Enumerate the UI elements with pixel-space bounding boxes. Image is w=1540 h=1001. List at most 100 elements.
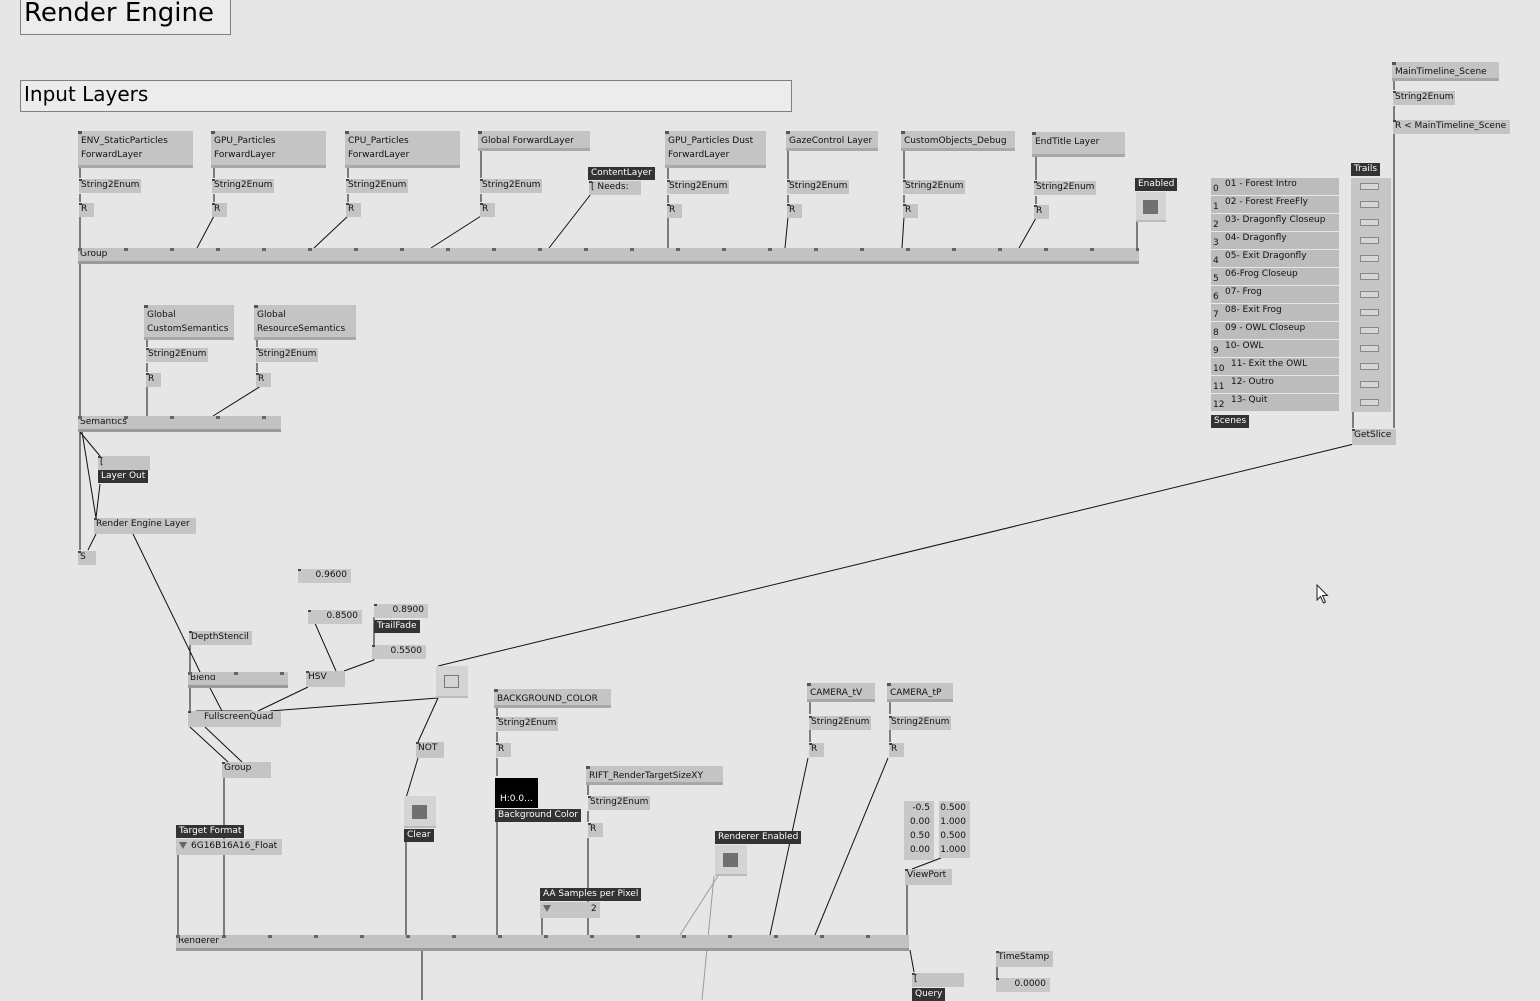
string2enum-node[interactable]: String2Enum [496, 717, 558, 731]
layer-node-gpu-particles[interactable]: GPU_Particles ForwardLayer [211, 131, 326, 168]
string2enum-node[interactable]: String2Enum [903, 180, 965, 194]
trails-toggles[interactable] [1351, 178, 1391, 412]
renderer-enabled-toggle[interactable] [715, 845, 747, 876]
trail-checkbox[interactable] [1360, 309, 1379, 316]
string2enum-node[interactable]: String2Enum [1393, 91, 1455, 105]
clear-toggle[interactable] [404, 796, 436, 828]
trail-checkbox[interactable] [1360, 381, 1379, 388]
receive-node[interactable]: R [480, 203, 495, 217]
timestamp-node[interactable]: TimeStamp [996, 951, 1053, 967]
layer-node-gaze-control[interactable]: GazeControl Layer [786, 131, 878, 151]
value-0550[interactable]: 0.5500 [372, 645, 426, 659]
fullscreen-quad-node[interactable]: FullscreenQuad [188, 711, 281, 727]
viewport-vector-right[interactable]: 0.500 1.000 0.500 1.000 [939, 801, 970, 858]
trail-toggle-row[interactable] [1351, 358, 1391, 376]
trail-checkbox[interactable] [1360, 255, 1379, 262]
blend-node[interactable]: Blend [188, 672, 288, 688]
trail-checkbox[interactable] [1360, 399, 1379, 406]
layer-node-global-forward[interactable]: Global ForwardLayer [478, 131, 590, 151]
group-node-small[interactable]: Group [222, 762, 271, 778]
trail-checkbox[interactable] [1360, 291, 1379, 298]
getslice-node[interactable]: GetSlice [1352, 429, 1396, 445]
camera-tp-node[interactable]: CAMERA_tP [887, 683, 953, 702]
enabled-toggle[interactable] [1136, 192, 1166, 222]
trail-toggle-row[interactable] [1351, 394, 1391, 412]
receive-node[interactable]: R [787, 204, 802, 218]
trail-toggle-row[interactable] [1351, 196, 1391, 214]
layer-node-env-static[interactable]: ENV_StaticParticles ForwardLayer [78, 131, 193, 168]
group-node[interactable]: Group [78, 248, 1139, 264]
layer-out-io[interactable]: [ [98, 456, 150, 470]
string2enum-node[interactable]: String2Enum [787, 180, 849, 194]
string2enum-node[interactable]: String2Enum [146, 348, 208, 362]
receive-node[interactable]: R [809, 743, 824, 757]
trail-toggle-row[interactable] [1351, 250, 1391, 268]
trail-checkbox[interactable] [1360, 345, 1379, 352]
viewport-vector-left[interactable]: -0.5 0.00 0.50 0.00 [904, 801, 934, 860]
background-color-node[interactable]: BACKGROUND_COLOR [494, 689, 611, 708]
layer-node-endtitle[interactable]: EndTitle Layer [1032, 132, 1125, 157]
string2enum-node[interactable]: String2Enum [346, 179, 408, 193]
value-0850[interactable]: 0.8500 [308, 610, 362, 624]
string2enum-node[interactable]: String2Enum [667, 180, 729, 194]
trail-checkbox[interactable] [1360, 183, 1379, 190]
trail-toggle-row[interactable] [1351, 322, 1391, 340]
string2enum-node[interactable]: String2Enum [889, 716, 951, 730]
target-format-select[interactable]: 6G16B16A16_Float [176, 839, 282, 855]
string2enum-node[interactable]: String2Enum [1034, 181, 1096, 195]
trail-checkbox[interactable] [1360, 273, 1379, 280]
string2enum-node[interactable]: String2Enum [480, 179, 542, 193]
receive-node[interactable]: R [212, 203, 227, 217]
main-timeline-scene-node[interactable]: MainTimeline_Scene [1392, 62, 1499, 81]
background-color-swatch[interactable]: H:0.0... [495, 778, 538, 808]
layer-node-gpu-dust[interactable]: GPU_Particles Dust ForwardLayer [665, 131, 766, 168]
trail-toggle-row[interactable] [1351, 304, 1391, 322]
aa-samples-select[interactable]: 2 [540, 902, 600, 918]
receive-main-timeline-node[interactable]: R < MainTimeline_Scene [1393, 120, 1510, 134]
not-node[interactable]: NOT [416, 742, 444, 758]
trail-checkbox[interactable] [1360, 363, 1379, 370]
receive-node[interactable]: R [667, 204, 682, 218]
receive-node[interactable]: R [903, 204, 918, 218]
layer-node-custom-objects-debug[interactable]: CustomObjects_Debug [901, 131, 1015, 151]
trail-toggle[interactable] [436, 666, 468, 698]
receive-node[interactable]: R [79, 203, 94, 217]
trail-toggle-row[interactable] [1351, 232, 1391, 250]
string2enum-node[interactable]: String2Enum [588, 796, 650, 810]
value-0960[interactable]: 0.9600 [298, 569, 351, 583]
renderer-node[interactable]: Renderer [176, 935, 909, 951]
trail-toggle-row[interactable] [1351, 178, 1391, 196]
hsv-node[interactable]: HSV [306, 671, 345, 687]
send-node[interactable]: S [78, 551, 96, 565]
string2enum-node[interactable]: String2Enum [212, 179, 274, 193]
render-engine-layer-node[interactable]: Render Engine Layer [94, 518, 196, 534]
receive-node[interactable]: R [889, 743, 904, 757]
depth-stencil-node[interactable]: DepthStencil [189, 631, 252, 645]
trail-checkbox[interactable] [1360, 327, 1379, 334]
trail-toggle-row[interactable] [1351, 214, 1391, 232]
trail-checkbox[interactable] [1360, 219, 1379, 226]
receive-node[interactable]: R [146, 373, 161, 387]
global-resource-semantics-node[interactable]: Global ResourceSemantics [254, 305, 356, 340]
trail-checkbox[interactable] [1360, 237, 1379, 244]
layer-node-cpu-particles[interactable]: CPU_Particles ForwardLayer [345, 131, 460, 168]
receive-node[interactable]: R [256, 373, 271, 387]
trail-checkbox[interactable] [1360, 201, 1379, 208]
query-io[interactable]: [ [912, 973, 964, 987]
global-custom-semantics-node[interactable]: Global CustomSemantics [144, 305, 234, 340]
trail-toggle-row[interactable] [1351, 268, 1391, 286]
receive-node[interactable]: R [1034, 205, 1049, 219]
